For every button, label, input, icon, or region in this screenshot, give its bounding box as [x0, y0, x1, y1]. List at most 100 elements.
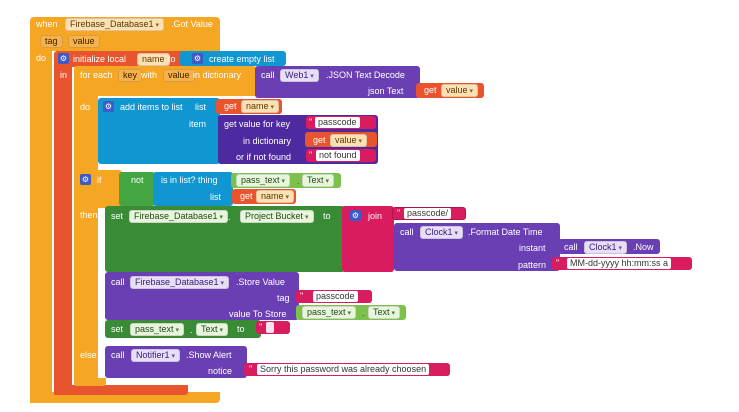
- join-label: join: [368, 211, 383, 221]
- create-empty-list-block[interactable]: [180, 51, 286, 66]
- when-label: when: [36, 19, 58, 29]
- quote-open-6: ": [259, 322, 263, 332]
- notice-string[interactable]: Sorry this password was already choosen: [257, 364, 430, 375]
- add-items-label: add items to list: [120, 102, 183, 112]
- not-found-string[interactable]: not found: [316, 150, 360, 161]
- format-call-label: call: [400, 227, 414, 237]
- set-label-bucket: set: [111, 211, 124, 221]
- set-pass-text-component[interactable]: pass_text: [130, 323, 184, 336]
- store-component-dropdown[interactable]: Firebase_Database1: [130, 276, 230, 289]
- notifier1-component-dropdown[interactable]: Notifier1: [131, 349, 180, 362]
- json-text-label: json Text: [368, 86, 404, 96]
- passcode-string-store[interactable]: passcode: [313, 291, 358, 302]
- format-method-label: .Format Date Time: [468, 227, 543, 237]
- clock1-now-dropdown[interactable]: Clock1: [584, 241, 627, 254]
- init-local-gear-icon[interactable]: ⚙: [58, 53, 69, 64]
- pass-text-component-if[interactable]: pass_text: [236, 174, 290, 187]
- project-bucket-prop[interactable]: Project Bucket: [240, 210, 314, 223]
- for-each-footer: [74, 378, 106, 386]
- dot-bucket: .: [228, 212, 231, 222]
- create-empty-list-label: create empty list: [209, 54, 275, 64]
- for-each-key-var[interactable]: key: [118, 69, 143, 82]
- get-var-value-dict[interactable]: value: [330, 134, 367, 147]
- event-do-label: do: [36, 53, 47, 63]
- for-each-in-dict-label: in dictionary: [193, 70, 242, 80]
- quote-open-4: ": [556, 258, 560, 268]
- else-label: else: [80, 350, 97, 360]
- value-to-store-label: value To Store: [229, 309, 287, 319]
- or-if-not-found-label: or if not found: [236, 152, 292, 162]
- get-var-value-json[interactable]: value: [441, 84, 478, 97]
- empty-string[interactable]: [266, 322, 274, 333]
- event-component-dropdown[interactable]: Firebase_Database1: [65, 18, 165, 31]
- set-pass-to-label: to: [237, 324, 245, 334]
- get-var-name-add[interactable]: name: [241, 100, 279, 113]
- is-in-list-block[interactable]: [153, 172, 233, 206]
- join-gear-icon[interactable]: ⚙: [350, 210, 361, 221]
- add-items-list-label: list: [195, 102, 206, 112]
- store-method-label: .Store Value: [236, 277, 285, 287]
- get-value-in-dict-label: in dictionary: [243, 136, 292, 146]
- passcode-slash-string[interactable]: passcode/: [404, 208, 452, 219]
- for-each-do-label: do: [80, 102, 91, 112]
- show-alert-method-label: .Show Alert: [186, 350, 232, 360]
- dot-store: .: [362, 308, 365, 318]
- not-block[interactable]: [119, 172, 155, 206]
- now-call-label: call: [564, 242, 578, 252]
- pattern-label: pattern: [518, 260, 547, 270]
- param-value[interactable]: value: [68, 35, 100, 48]
- then-label: then: [80, 210, 98, 220]
- store-call-label: call: [111, 277, 125, 287]
- json-call-label: call: [261, 70, 275, 80]
- instant-label: instant: [519, 243, 546, 253]
- for-each-label: for each: [80, 70, 113, 80]
- param-tag[interactable]: tag: [40, 35, 63, 48]
- pass-text-prop-if[interactable]: Text: [302, 174, 334, 187]
- is-in-list-list-label: list: [210, 192, 221, 202]
- get-var-name-if[interactable]: name: [256, 190, 294, 203]
- get-label-if: get: [240, 191, 253, 201]
- dot-if: .: [297, 176, 300, 186]
- quote-open-7: ": [249, 364, 253, 374]
- for-each-value-var[interactable]: value: [163, 69, 195, 82]
- not-label: not: [131, 175, 144, 185]
- set-pass-text-prop[interactable]: Text: [196, 323, 228, 336]
- passcode-string-key[interactable]: passcode: [315, 117, 360, 128]
- quote-open-1: ": [309, 117, 313, 127]
- get-label-dict: get: [313, 135, 326, 145]
- create-list-gear-icon[interactable]: ⚙: [192, 53, 203, 64]
- event-block-spine: [30, 49, 52, 403]
- if-gear-icon[interactable]: ⚙: [80, 174, 91, 185]
- json-method-label: .JSON Text Decode: [326, 70, 405, 80]
- quote-open-5: ": [300, 291, 304, 301]
- add-items-block[interactable]: [98, 98, 220, 164]
- quote-open-2: ": [309, 150, 313, 160]
- local-var-name[interactable]: name: [137, 53, 170, 66]
- init-local-footer: [54, 385, 188, 395]
- web1-component-dropdown[interactable]: Web1: [280, 69, 319, 82]
- if-label: if: [97, 175, 102, 185]
- init-in-label: in: [60, 70, 68, 80]
- notice-label: notice: [208, 366, 233, 376]
- pattern-string[interactable]: MM-dd-yyyy hh:mm:ss a: [567, 258, 672, 269]
- bucket-component-dropdown[interactable]: Firebase_Database1: [129, 210, 229, 223]
- is-in-list-label: is in list? thing: [161, 175, 218, 185]
- store-tag-label: tag: [277, 293, 290, 303]
- pass-text-prop-store[interactable]: Text: [368, 306, 400, 319]
- quote-open-3: ": [397, 208, 401, 218]
- init-to-label: to: [168, 54, 176, 64]
- add-items-gear-icon[interactable]: ⚙: [103, 101, 114, 112]
- dot-set-pass: .: [190, 325, 193, 335]
- get-label-json: get: [424, 85, 437, 95]
- clock1-component-dropdown[interactable]: Clock1: [420, 226, 463, 239]
- for-each-spine: [74, 94, 98, 380]
- pass-text-component-store[interactable]: pass_text: [302, 306, 356, 319]
- event-block-footer: [30, 392, 220, 403]
- get-value-for-key-label: get value for key: [224, 119, 291, 129]
- init-local-spine: [54, 65, 72, 395]
- get-label-add: get: [224, 101, 237, 111]
- add-items-item-label: item: [189, 119, 207, 129]
- set-to-label-bucket: to: [323, 211, 331, 221]
- for-each-with-label: with: [141, 70, 158, 80]
